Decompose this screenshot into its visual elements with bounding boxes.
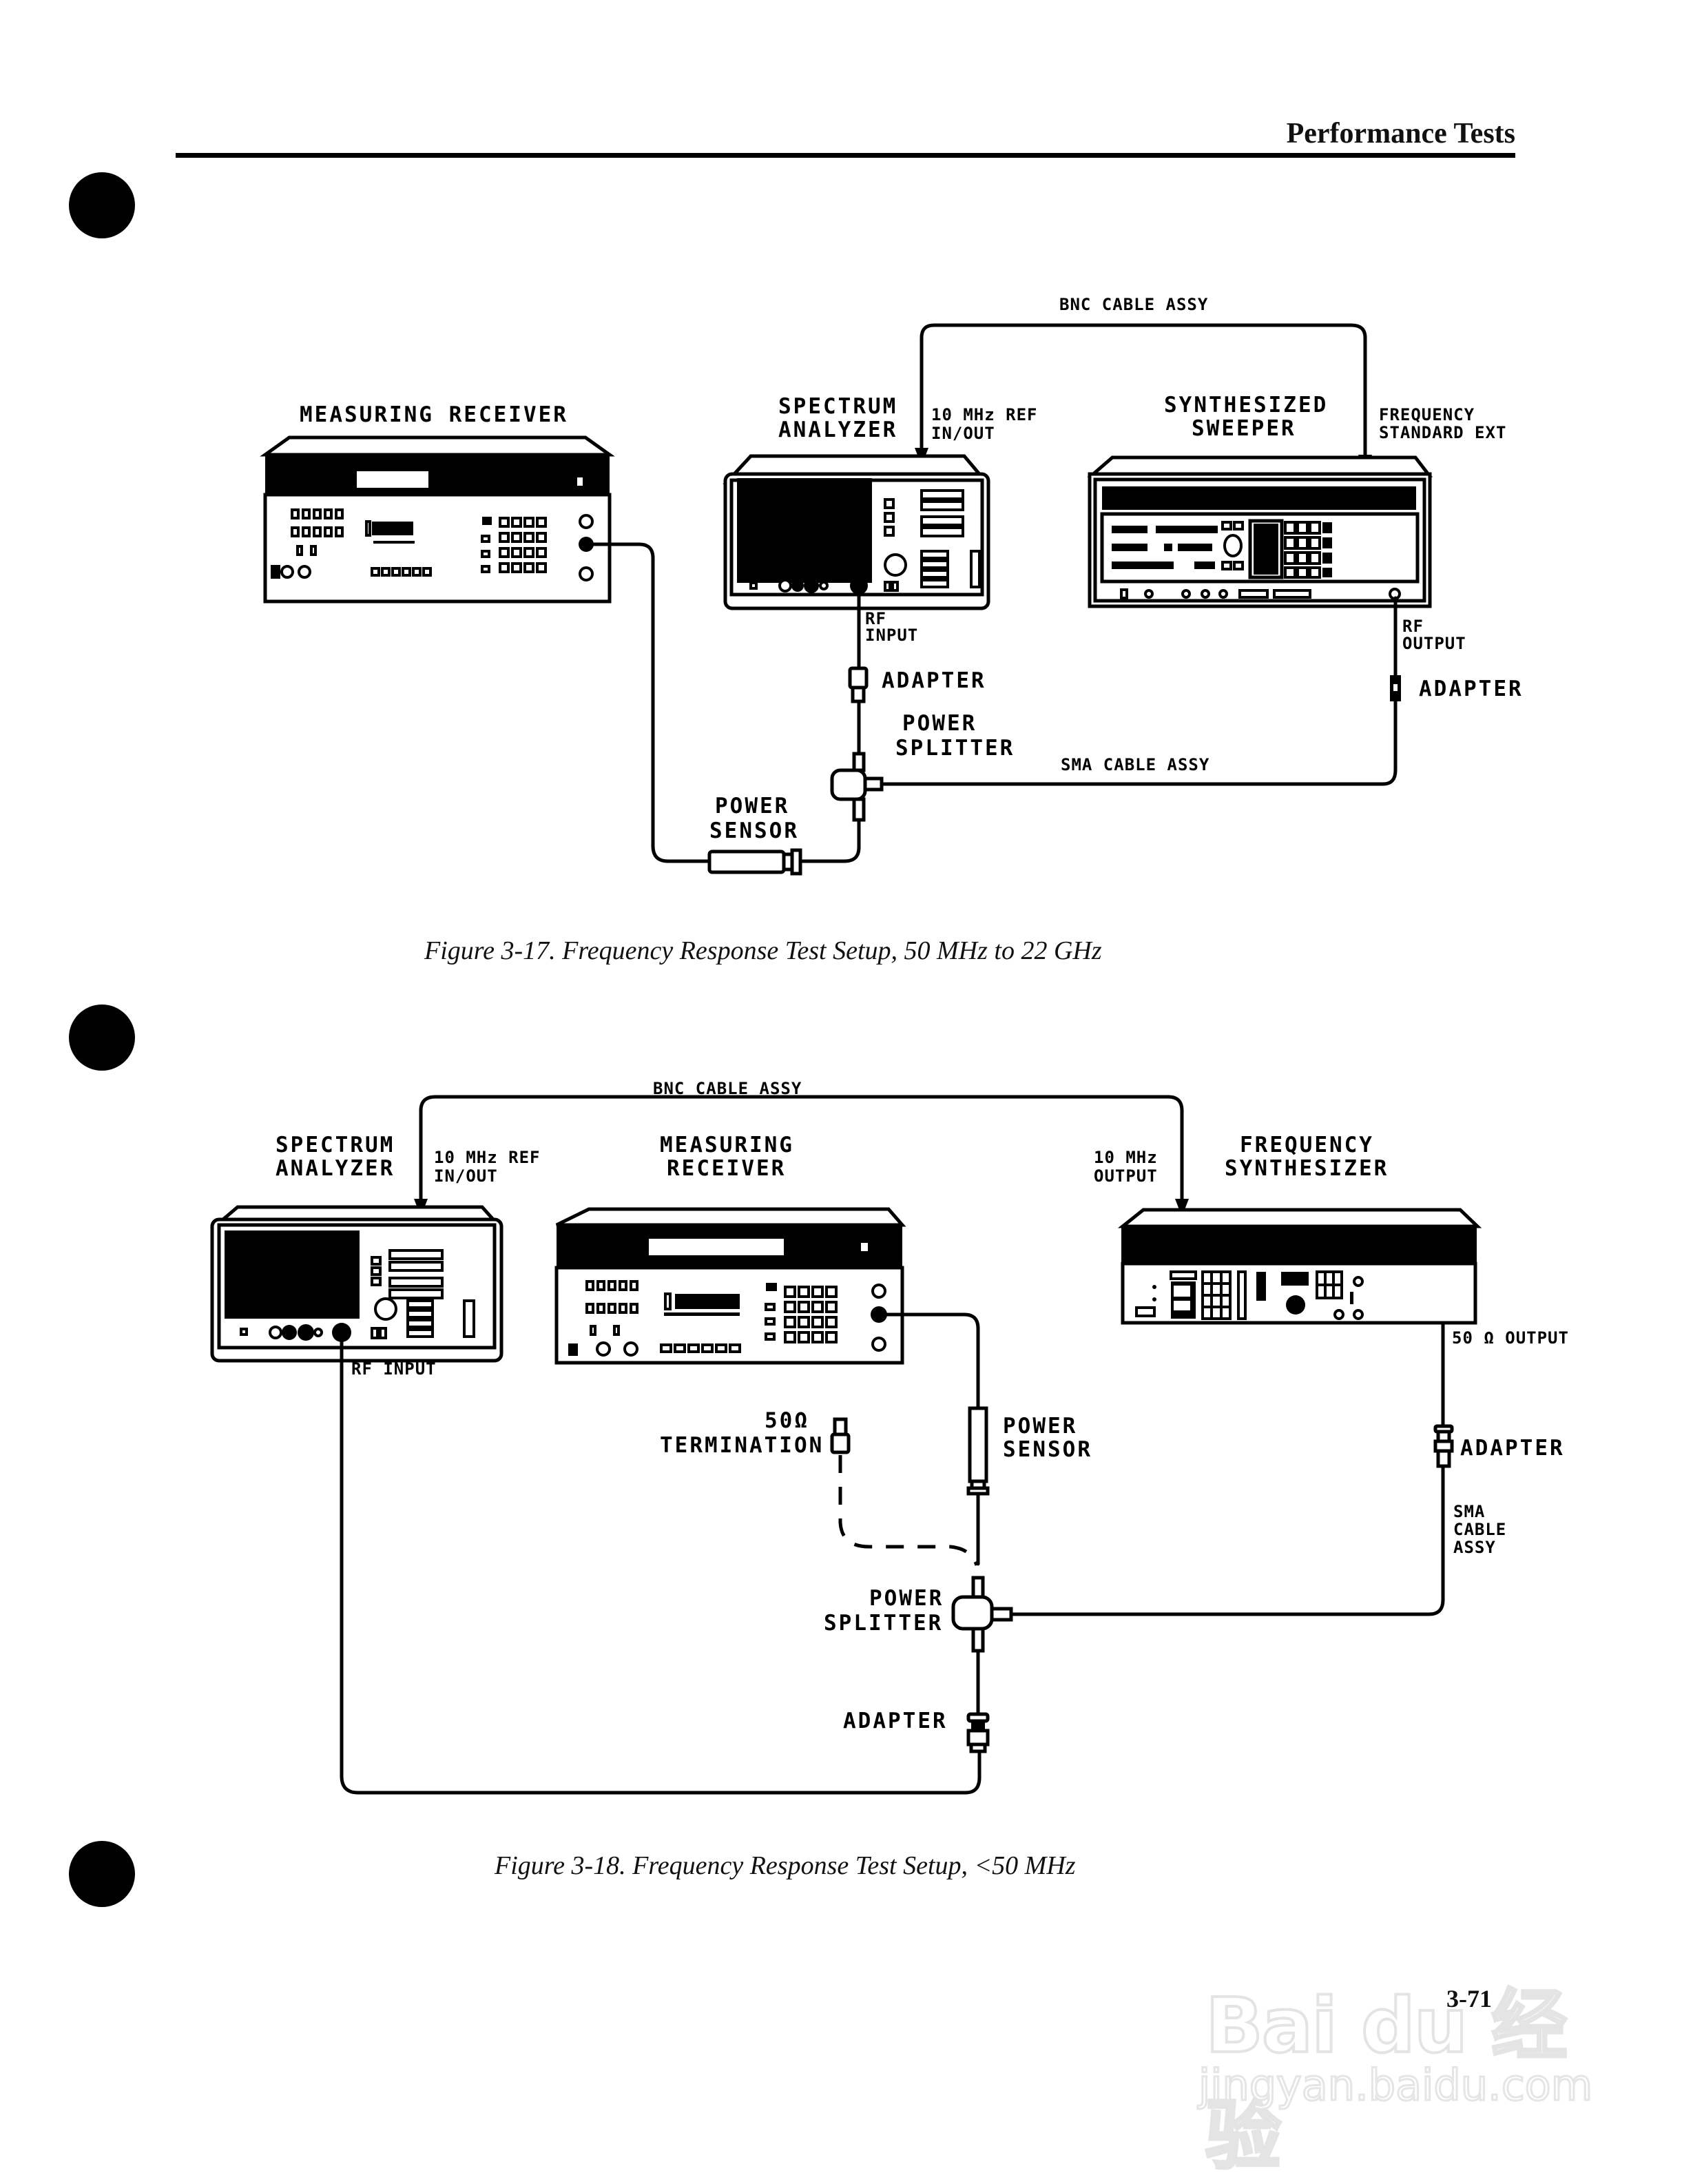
figure-3-18: BNC CABLE ASSY SPECTRUM ANALYZER 10 MHz …: [210, 1079, 1569, 1795]
splitter-to-sensor-cable-fig17: [800, 818, 861, 863]
receiver-keys-fig17: [271, 508, 594, 581]
label-measuring-receiver-fig18-line1: MEASURING: [660, 1133, 794, 1157]
label-termination-fig18-line1: 50Ω: [765, 1408, 809, 1433]
label-sma-cable-fig18-line2: CABLE: [1453, 1520, 1506, 1539]
power-sensor-fig18: [966, 1406, 990, 1496]
label-measuring-receiver-fig18-line2: RECEIVER: [667, 1156, 786, 1181]
label-spectrum-analyzer-fig18-line2: ANALYZER: [276, 1156, 395, 1181]
header-rule: [176, 153, 1515, 158]
label-bnc-cable-fig18: BNC CABLE ASSY: [653, 1079, 802, 1098]
label-adapter-left-fig17: ADAPTER: [882, 668, 986, 693]
termination-dashed-path-fig18: [838, 1455, 979, 1566]
label-bnc-cable-fig17: BNC CABLE ASSY: [1059, 295, 1208, 314]
synthesized-sweeper-fig17: SYNTHESIZED SWEEPER FREQUENCY STANDARD E…: [1087, 393, 1506, 608]
sma-cable-fig18: [1009, 1465, 1445, 1616]
label-power-splitter-fig18-line1: POWER: [869, 1586, 944, 1611]
binder-hole-middle: [69, 1005, 135, 1071]
termination-fig18: [830, 1417, 851, 1454]
label-power-splitter-fig17-line1: POWER: [902, 711, 977, 736]
label-termination-fig18-line2: TERMINATION: [660, 1433, 824, 1458]
page-header-title: Performance Tests: [1286, 118, 1515, 150]
label-adapter-right-fig17: ADAPTER: [1419, 677, 1524, 701]
label-synth-sweeper-fig17-line1: SYNTHESIZED: [1164, 393, 1328, 418]
binder-hole-bottom: [69, 1841, 135, 1907]
frequency-synthesizer-fig18: FREQUENCY SYNTHESIZER 10 MHz OUTPUT: [1094, 1133, 1482, 1325]
label-ref-in-out-fig17-line1: 10 MHz REF: [931, 405, 1038, 424]
spectrum-analyzer-fig17: SPECTRUM ANALYZER 10 MHz REF IN/OUT: [723, 394, 1038, 610]
arrow-ten-mhz-output-fig18: [1175, 1199, 1189, 1217]
label-synth-sweeper-fig17-line2: SWEEPER: [1192, 416, 1296, 441]
label-power-splitter-fig17-line2: SPLITTER: [895, 736, 1015, 761]
label-rf-input-fig17-line2: INPUT: [865, 626, 918, 645]
adapter-left-fig17: [848, 666, 869, 703]
label-adapter-bottom-fig18: ADAPTER: [843, 1709, 948, 1733]
measuring-receiver-fig18: MEASURING RECEIVER: [554, 1133, 906, 1365]
bnc-cable-fig18: [419, 1095, 1184, 1211]
synth-keys-fig18: [1135, 1270, 1364, 1320]
label-sma-cable-fig18-line1: SMA: [1453, 1502, 1485, 1521]
label-sma-cable-fig18-line3: ASSY: [1453, 1538, 1496, 1557]
adapter-right-fig17: [1390, 675, 1401, 701]
label-rf-output-fig17-line2: OUTPUT: [1402, 634, 1466, 653]
label-rf-output-fig17-line1: RF: [1402, 617, 1424, 636]
label-ref-in-out-fig17-line2: IN/OUT: [931, 424, 995, 443]
power-splitter-fig18: [951, 1576, 1013, 1653]
label-power-sensor-fig17-line2: SENSOR: [709, 818, 799, 843]
label-freq-synth-fig18-line2: SYNTHESIZER: [1225, 1156, 1389, 1181]
label-freq-std-ext-fig17-line2: STANDARD EXT: [1379, 423, 1506, 442]
label-rf-input-fig18: RF INPUT: [351, 1359, 437, 1379]
receiver-keys-fig18: [568, 1280, 887, 1357]
adapter-bottom-fig18: [966, 1712, 990, 1753]
power-sensor-fig17: [707, 848, 802, 876]
rf-input-cable-fig18: [340, 1340, 981, 1795]
figure-3-17-caption: Figure 3-17. Frequency Response Test Set…: [424, 936, 1102, 965]
figure-3-17: BNC CABLE ASSY MEASURING RECEIVER: [260, 295, 1524, 876]
label-ten-mhz-output-fig18-line1: 10 MHz: [1094, 1148, 1158, 1167]
label-power-sensor-fig18-line1: POWER: [1003, 1414, 1077, 1439]
label-power-sensor-fig17-line1: POWER: [715, 794, 789, 818]
label-rf-input-fig17-line1: RF: [865, 609, 886, 628]
label-ref-in-out-fig18-line2: IN/OUT: [434, 1166, 498, 1186]
label-ten-mhz-output-fig18-line2: OUTPUT: [1094, 1166, 1158, 1186]
analyzer-keys-fig17: [749, 489, 981, 595]
label-spectrum-analyzer-fig17-line2: ANALYZER: [778, 418, 897, 442]
page-number: 3-71: [1446, 1985, 1492, 2012]
label-sma-cable-fig17: SMA CABLE ASSY: [1061, 755, 1209, 774]
label-adapter-right-fig18: ADAPTER: [1460, 1436, 1565, 1461]
sma-cable-fig17: [880, 699, 1398, 786]
label-freq-std-ext-fig17-line1: FREQUENCY: [1379, 405, 1475, 424]
label-freq-synth-fig18-line1: FREQUENCY: [1240, 1133, 1374, 1157]
page-header: Performance Tests: [176, 110, 1515, 158]
binder-hole-top: [69, 172, 135, 238]
bnc-cable-fig17: [920, 323, 1367, 458]
label-spectrum-analyzer-fig17-line1: SPECTRUM: [778, 394, 897, 419]
measuring-receiver-fig17: MEASURING RECEIVER: [260, 402, 615, 604]
label-power-sensor-fig18-line2: SENSOR: [1003, 1437, 1092, 1462]
adapter-right-fig18: [1433, 1424, 1454, 1468]
label-fifty-ohm-output-fig18: 50 Ω OUTPUT: [1452, 1328, 1569, 1348]
receiver-to-sensor-cable-fig18: [877, 1312, 980, 1410]
label-spectrum-analyzer-fig18-line1: SPECTRUM: [276, 1133, 395, 1157]
label-ref-in-out-fig18-line1: 10 MHz REF: [434, 1148, 541, 1167]
label-measuring-receiver-fig17: MEASURING RECEIVER: [300, 402, 568, 427]
label-power-splitter-fig18-line2: SPLITTER: [824, 1611, 943, 1636]
power-splitter-fig17: [830, 752, 884, 822]
sweeper-keys-fig17: [1112, 519, 1401, 600]
figure-3-18-caption: Figure 3-18. Frequency Response Test Set…: [495, 1851, 1076, 1880]
receiver-to-sensor-cable-fig17: [584, 542, 712, 863]
analyzer-keys-fig18: [240, 1249, 475, 1342]
spectrum-analyzer-fig18: SPECTRUM ANALYZER 10 MHz REF IN/OUT: [210, 1133, 541, 1363]
